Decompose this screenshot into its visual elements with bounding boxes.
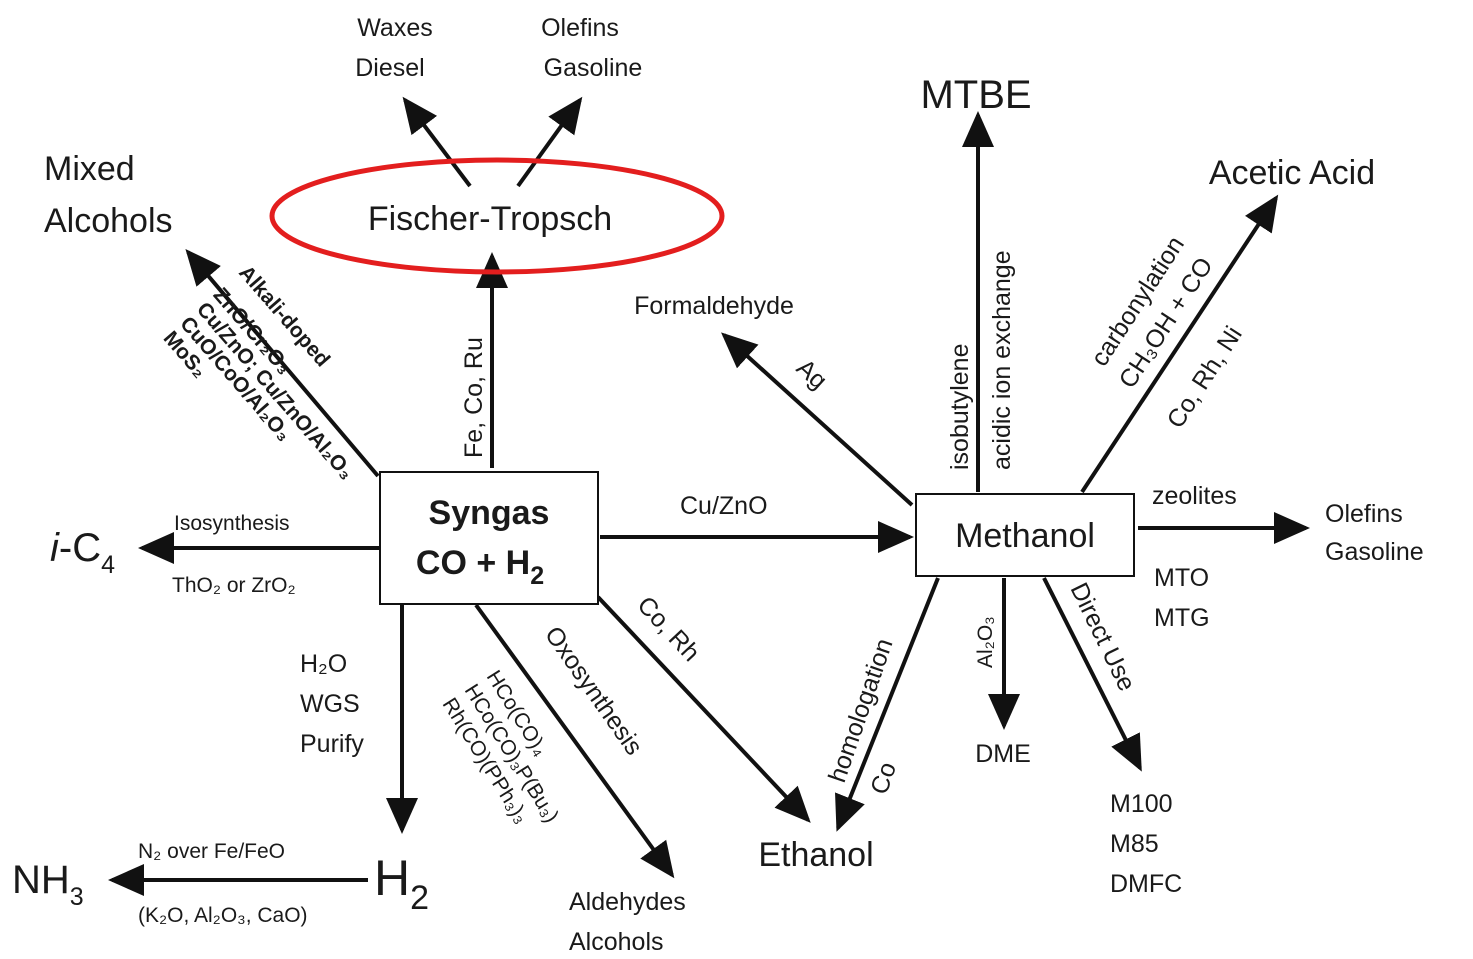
arrow-syngas-to-ethanol [596,595,811,823]
acetic-acid-label: Acetic Acid [1209,154,1375,192]
ft-gasoline-label: Gasoline [544,54,643,82]
ag-label: Ag [791,354,832,395]
syngas-formula: CO + H2 [416,544,544,590]
nh3-catalyst-top-label: N₂ over Fe/FeO [138,840,285,863]
zeolites-label: zeolites [1152,482,1237,510]
arrow-methanol-to-fuels [1042,577,1142,772]
oxosynthesis-label: Oxosynthesis [539,621,648,760]
cu-zno-label: Cu/ZnO [680,492,768,520]
syngas-box [379,471,599,605]
ft-catalyst-label: Fe, Co, Ru [460,337,488,458]
co-rh-ni-label: Co, Rh, Ni [1162,321,1248,433]
direct-use-label: Direct Use [1065,578,1141,695]
arrow-ft-to-olefins [516,96,583,188]
waxes-label: Waxes [357,14,432,42]
diesel-label: Diesel [355,54,424,82]
mixed-label: Mixed [44,150,135,188]
arrow-methanol-to-acetic-acid [1080,194,1279,494]
arrow-methanol-to-ethanol [835,577,940,832]
acidic-ion-exchange-label: acidic ion exchange [988,250,1016,470]
oxo-catalysts: HCo(CO)₄ HCo(CO)₃P(Bu₃) Rh(CO)(PPh₃)₃ [438,666,563,827]
arrow-syngas-to-mixed-alcohols [185,248,380,478]
h2o-label: H₂O [300,650,347,678]
dme-label: DME [975,740,1031,768]
h2-label: H2 [374,850,429,917]
formaldehyde-label: Formaldehyde [634,292,794,320]
mixed-alcohols-catalysts: Alkali-doped ZnO/Cr₂O₃ Cu/ZnO; Cu/ZnO/Al… [159,261,358,484]
al2o3-label: Al₂O₃ [974,616,997,668]
co-catalyst-label: Co [865,759,902,798]
mtbe-label: MTBE [920,73,1031,117]
mto-label: MTO [1154,564,1209,592]
isosynthesis-label: Isosynthesis [174,512,290,535]
methanol-box [915,493,1135,577]
co-rh-label: Co, Rh [632,591,706,667]
m85-label: M85 [1110,830,1159,858]
mixed-cat-2-label: Cu/ZnO; Cu/ZnO/Al₂O₃ [192,298,358,484]
fischer-tropsch-highlight [269,157,725,275]
fischer-tropsch-label: Fischer-Tropsch [368,200,612,238]
ft-olefins-label: Olefins [541,14,619,42]
ethanol-label: Ethanol [758,836,873,874]
m100-label: M100 [1110,790,1173,818]
isobutylene-label: isobutylene [946,344,974,470]
alcohols-label: Alcohols [44,202,173,240]
arrow-ft-to-waxes [402,96,472,188]
oxo-alcohols-label: Alcohols [569,928,664,956]
nh3-catalyst-bottom-label: (K₂O, Al₂O₃, CaO) [138,904,308,927]
aldehydes-label: Aldehydes [569,888,686,916]
purify-label: Purify [300,730,364,758]
arrow-methanol-to-formaldehyde [721,332,914,507]
methanol-label: Methanol [955,517,1095,555]
arrow-syngas-to-aldehydes [474,603,675,879]
syngas-label: Syngas [429,494,550,532]
nh3-label: NH3 [12,858,84,911]
ic4-label: i-C4 [50,526,115,579]
wgs-label: WGS [300,690,360,718]
mtg-label: MTG [1154,604,1210,632]
meoh-olefins-label: Olefins [1325,500,1403,528]
isosynthesis-catalyst-label: ThO₂ or ZrO₂ [172,574,296,597]
dmfc-label: DMFC [1110,870,1182,898]
meoh-gasoline-label: Gasoline [1325,538,1424,566]
